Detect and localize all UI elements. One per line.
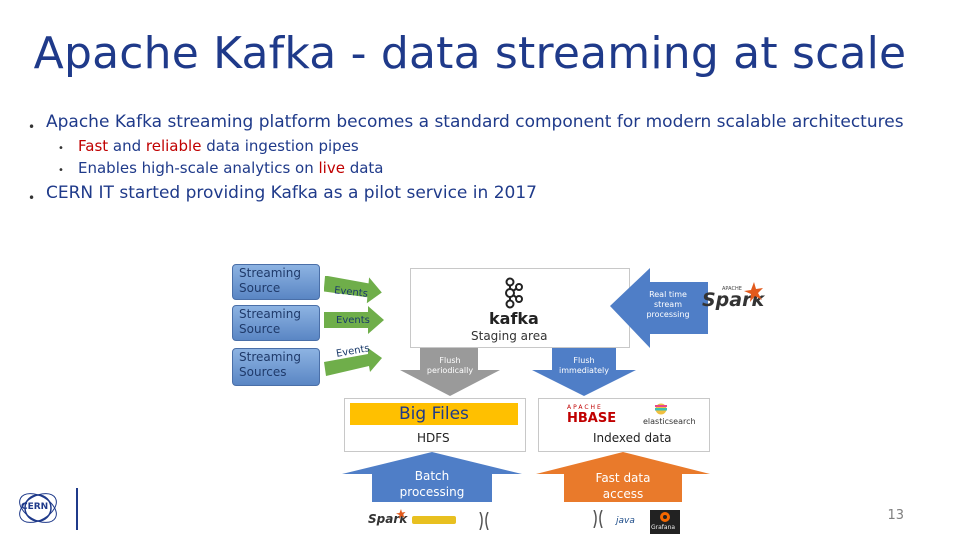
sub-bullet-2-part: data	[344, 159, 384, 177]
hbase-logo: HBASE	[567, 411, 617, 426]
source-label: Streaming	[239, 307, 301, 321]
events-arrows	[324, 276, 384, 376]
fast-access-tools-logos: java Grafana	[588, 510, 698, 536]
slide-title: Apache Kafka - data streaming at scale	[33, 28, 907, 79]
grafana-label: Grafana	[651, 524, 676, 531]
sub-bullet-marker: •	[58, 165, 64, 176]
sub-bullet-2-part: live	[318, 159, 345, 177]
indexed-data-label: Indexed data	[593, 431, 672, 445]
kafka-architecture-diagram: Streaming Source Streaming Source Stream…	[232, 258, 772, 534]
staging-area-box: kafka Staging area	[410, 268, 630, 348]
fast-data-access-arrow	[536, 452, 710, 502]
sub-bullet-1-part: reliable	[145, 137, 202, 155]
streaming-sources-box: Streaming Sources	[232, 348, 320, 386]
streaming-source-box: Streaming Source	[232, 264, 320, 300]
hdfs-box: Big Files HDFS	[344, 398, 526, 452]
grafana-icon	[660, 512, 670, 522]
sub-bullet-1-part: data ingestion pipes	[201, 137, 359, 155]
elasticsearch-label: elasticsearch	[643, 417, 696, 426]
batch-processing-arrow	[342, 452, 522, 502]
flush-periodically-label: Flush periodically	[426, 356, 474, 375]
java-logo: java	[616, 516, 635, 526]
bullet-marker: •	[28, 120, 36, 134]
spark-logo-text: Spark	[702, 289, 765, 311]
events-arrow	[324, 306, 384, 334]
big-files-label: Big Files	[399, 404, 469, 424]
spark-star-icon	[744, 282, 763, 302]
sub-bullet-marker: •	[58, 143, 64, 154]
elasticsearch-icon	[655, 403, 667, 415]
batch-tools-logos: Spark	[368, 509, 498, 534]
spark-small-logo: Spark	[368, 512, 408, 526]
staging-area-label: Staging area	[471, 329, 548, 343]
batch-processing-label: Batch processing	[399, 469, 465, 499]
flush-immediately-label: Flush immediately	[559, 356, 609, 375]
spark-apache-label: APACHE	[722, 286, 742, 292]
source-label: Sources	[239, 365, 287, 379]
streaming-source-box: Streaming Source	[232, 305, 320, 341]
indexed-data-box: APACHE HBASE elasticsearch Indexed data	[538, 398, 710, 452]
events-label: Events	[336, 315, 370, 326]
big-files-bar	[350, 403, 518, 425]
bullet-marker: •	[28, 191, 36, 205]
sub-bullet-1-part: and	[108, 137, 146, 155]
realtime-arrow	[610, 268, 708, 348]
bullet-1: Apache Kafka streaming platform becomes …	[46, 112, 904, 132]
tool-logo-icon	[593, 510, 603, 528]
tool-logo-icon	[479, 512, 489, 530]
events-arrow	[324, 276, 382, 304]
hdfs-label: HDFS	[417, 431, 450, 445]
fast-data-access-label: Fast data access	[595, 471, 651, 501]
sub-bullet-1-part: Fast	[78, 137, 109, 155]
cern-logo-text: CERN	[21, 502, 49, 512]
logo-divider	[76, 488, 78, 530]
sub-bullet-1: Fast and reliable data ingestion pipes	[78, 137, 359, 155]
source-label: Source	[239, 281, 281, 295]
cern-logo-icon	[19, 493, 57, 523]
flush-periodically-arrow	[400, 348, 500, 396]
hbase-apache-label: APACHE	[567, 404, 603, 411]
secondary-tool-logo	[412, 516, 456, 524]
kafka-label: kafka	[489, 309, 539, 328]
sub-bullet-2-part: Enables high-scale analytics on	[78, 159, 319, 177]
source-label: Streaming	[239, 266, 301, 280]
spark-logo: APACHE Spark	[702, 282, 768, 320]
events-arrow	[324, 348, 382, 376]
kafka-logo-icon	[505, 277, 523, 309]
spark-small-star-icon	[396, 509, 406, 519]
bullet-2: CERN IT started providing Kafka as a pil…	[46, 183, 537, 203]
source-label: Streaming	[239, 350, 301, 364]
sub-bullet-2: Enables high-scale analytics on live dat…	[78, 159, 384, 177]
page-number: 13	[887, 508, 904, 523]
grafana-logo-box: Grafana	[650, 510, 680, 534]
realtime-label: Real time stream processing	[646, 290, 690, 319]
flush-immediately-arrow	[532, 348, 636, 396]
source-label: Source	[239, 322, 281, 336]
